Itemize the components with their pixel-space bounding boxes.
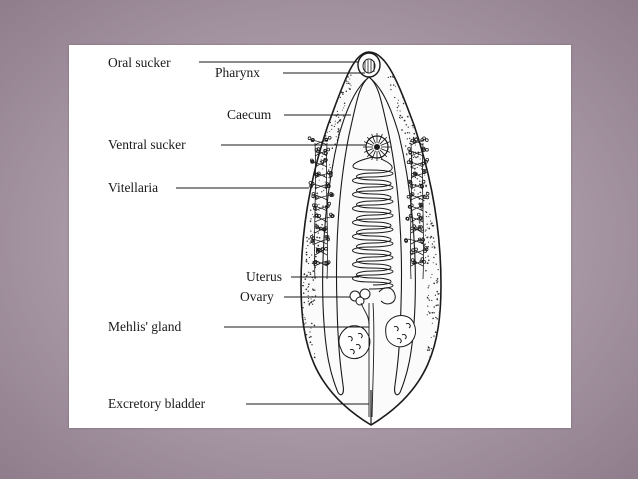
fluke-anatomy-diagram: Oral sucker Pharynx Caecum Ventral sucke…	[108, 51, 442, 426]
leader-lines	[176, 61, 369, 405]
ovary	[349, 287, 396, 306]
label-mehlis-gland: Mehlis' gland	[108, 319, 182, 334]
vitellaria	[307, 136, 430, 280]
ducts	[360, 302, 375, 418]
label-ovary: Ovary	[240, 289, 274, 304]
label-oral-sucker: Oral sucker	[108, 55, 171, 70]
ventral-sucker	[363, 133, 391, 161]
label-ventral-sucker: Ventral sucker	[108, 137, 186, 152]
oral-sucker	[357, 52, 381, 78]
label-vitellaria: Vitellaria	[108, 180, 158, 195]
diagram-panel: Oral sucker Pharynx Caecum Ventral sucke…	[69, 45, 571, 428]
uterus	[352, 156, 394, 290]
label-pharynx: Pharynx	[215, 65, 260, 80]
testes	[338, 315, 417, 360]
caecum	[322, 76, 416, 396]
label-caecum: Caecum	[227, 107, 272, 122]
label-uterus: Uterus	[246, 269, 282, 284]
diagram-labels: Oral sucker Pharynx Caecum Ventral sucke…	[108, 55, 282, 411]
label-excretory-bladder: Excretory bladder	[108, 396, 206, 411]
